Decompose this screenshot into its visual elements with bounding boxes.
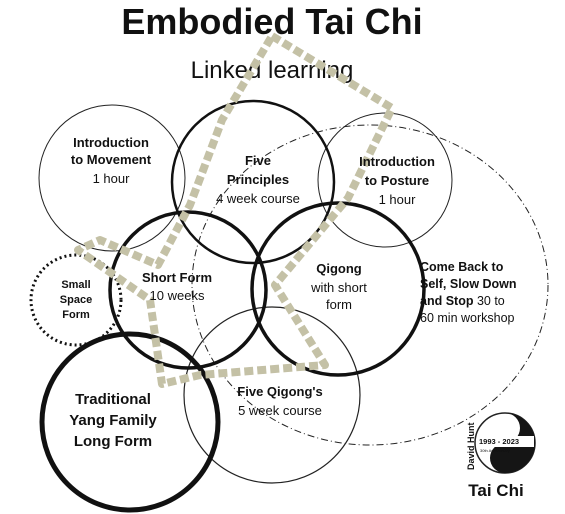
qigong-line1: Qigong (316, 261, 362, 276)
come-back-line2: Self, Slow Down (420, 277, 517, 291)
five-qigongs-circle (183, 306, 361, 484)
come-back-line4: 60 min workshop (420, 311, 515, 325)
page-subtitle: Linked learning (191, 57, 354, 84)
small-space-line3: Form (62, 309, 90, 321)
yang-long-form-line1: Traditional (75, 391, 151, 408)
linked-learning-path (74, 32, 396, 388)
five-qigongs-detail: 5 week course (238, 403, 322, 418)
logo-years: 1993 - 2023 (479, 437, 519, 446)
page-title: Embodied Tai Chi (121, 1, 422, 42)
five-qigongs-line1: Five Qigong's (237, 384, 322, 399)
qigong-line3: form (326, 297, 352, 312)
intro-movement-line2: to Movement (71, 152, 152, 167)
short-form-detail: 10 weeks (150, 288, 205, 303)
come-back-workshop-ellipse (191, 124, 549, 446)
come-back-node: Come Back to Self, Slow Down and Stop 30… (420, 260, 517, 325)
come-back-line3: and Stop 30 to (420, 294, 505, 308)
small-space-line1: Small (61, 279, 90, 291)
small-space-line2: Space (60, 294, 92, 306)
logo-years-band (478, 436, 534, 447)
come-back-line3-rest: 30 to (473, 294, 504, 308)
yang-long-form-node: Traditional Yang Family Long Form (69, 391, 157, 450)
qigong-line2: with short (310, 280, 367, 295)
small-space-circle (29, 253, 123, 347)
yang-long-form-circle (39, 331, 221, 513)
logo-brand: Tai Chi (468, 481, 523, 500)
intro-movement-circle (38, 104, 186, 252)
intro-movement-node: Introduction to Movement 1 hour (71, 135, 152, 186)
intro-movement-line1: Introduction (73, 135, 149, 150)
five-qigongs-node: Five Qigong's 5 week course (237, 384, 322, 418)
five-principles-circle (170, 99, 336, 265)
five-principles-line2: Principles (227, 172, 289, 187)
intro-posture-detail: 1 hour (379, 192, 417, 207)
come-back-line3-bold: and Stop (420, 294, 474, 308)
intro-posture-line2: to Posture (365, 173, 429, 188)
come-back-line1: Come Back to (420, 260, 504, 274)
yang-long-form-line3: Long Form (74, 433, 152, 450)
small-space-node: Small Space Form (60, 279, 92, 321)
logo-anniversary: 30th Anniversary (480, 448, 510, 453)
intro-posture-line1: Introduction (359, 154, 435, 169)
qigong-node: Qigong with short form (310, 261, 367, 312)
intro-movement-detail: 1 hour (93, 171, 131, 186)
short-form-line1: Short Form (142, 270, 212, 285)
intro-posture-circle (317, 112, 453, 248)
five-principles-line1: Five (245, 153, 271, 168)
short-form-node: Short Form 10 weeks (142, 270, 212, 303)
qigong-circle (250, 201, 426, 377)
intro-posture-node: Introduction to Posture 1 hour (359, 154, 435, 207)
five-principles-detail: 4 week course (216, 191, 300, 206)
logo-author-name: David Hunt (466, 422, 476, 470)
yang-long-form-line2: Yang Family (69, 412, 157, 429)
short-form-circle (108, 210, 268, 370)
five-principles-node: Five Principles 4 week course (216, 153, 300, 206)
tai-chi-logo: David Hunt 1993 - 2023 30th Anniversary … (466, 412, 536, 500)
